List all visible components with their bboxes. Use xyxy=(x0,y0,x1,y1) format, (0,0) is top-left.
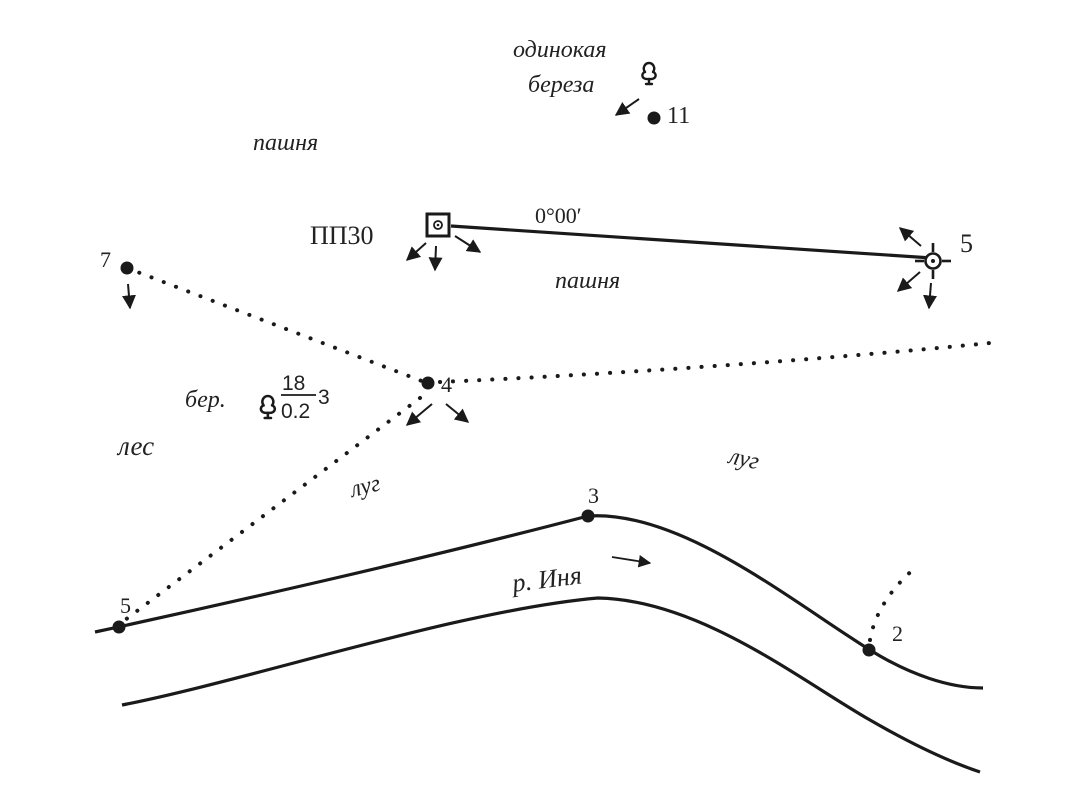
river-label: р. Иня xyxy=(509,560,584,598)
lonely-birch-label-line2: береза xyxy=(528,72,594,98)
point-3-label: 3 xyxy=(588,483,599,508)
boundary-4-to-east xyxy=(438,341,992,384)
point-2-label: 2 xyxy=(892,621,903,646)
tree-icon xyxy=(259,394,277,420)
arrow-icon xyxy=(405,242,427,261)
birch-diameter-label: 0.2 xyxy=(281,400,310,423)
point-5-river-label: 5 xyxy=(120,593,131,618)
arrow-icon xyxy=(614,98,640,116)
point-7-label: 7 xyxy=(100,247,111,272)
boundary-2-north xyxy=(868,566,917,642)
arrow-icon xyxy=(454,235,482,253)
tree-icon xyxy=(641,61,657,86)
arrow-icon xyxy=(896,271,921,292)
meadow-west-label: луг xyxy=(346,470,384,503)
field-center-label: пашня xyxy=(555,268,620,294)
point-11-label: 11 xyxy=(667,103,690,129)
arrow-icon xyxy=(121,283,136,310)
point-marker-icon[interactable] xyxy=(120,261,134,275)
lonely-birch-label-line1: одинокая xyxy=(513,37,607,63)
point-marker-icon[interactable] xyxy=(112,620,126,634)
boundary-4-to-5 xyxy=(123,396,422,622)
point-5-orient-label: 5 xyxy=(960,229,973,258)
arrow-icon xyxy=(445,403,470,423)
orientation-line xyxy=(450,224,933,260)
arrow-icon xyxy=(923,282,937,310)
point-4-label: 4 xyxy=(441,372,452,397)
boundary-7-to-4 xyxy=(125,266,429,385)
point-marker-icon[interactable] xyxy=(647,111,661,125)
birch-spacing-label: 3 xyxy=(318,386,330,409)
flow-arrow-icon xyxy=(611,555,652,568)
forest-label: лес xyxy=(116,431,154,461)
river-bank-south xyxy=(121,596,981,774)
azimuth-label: 0°00′ xyxy=(535,203,582,228)
field-north-label: пашня xyxy=(253,130,318,156)
arrow-icon xyxy=(898,227,922,247)
birch-height-label: 18 xyxy=(282,372,305,395)
point-marker-icon[interactable] xyxy=(421,376,435,390)
control-point-square-icon[interactable] xyxy=(425,212,451,238)
meadow-east-label: луг xyxy=(725,443,762,475)
arrow-icon xyxy=(428,245,443,272)
control-point-label: ПП30 xyxy=(310,221,374,250)
river-bank-north xyxy=(94,514,984,690)
arrow-icon xyxy=(405,403,433,426)
point-marker-icon[interactable] xyxy=(862,643,876,657)
orientation-target-icon[interactable] xyxy=(915,243,951,279)
point-marker-icon[interactable] xyxy=(581,509,595,523)
birch-abbrev-label: бер. xyxy=(185,387,226,413)
